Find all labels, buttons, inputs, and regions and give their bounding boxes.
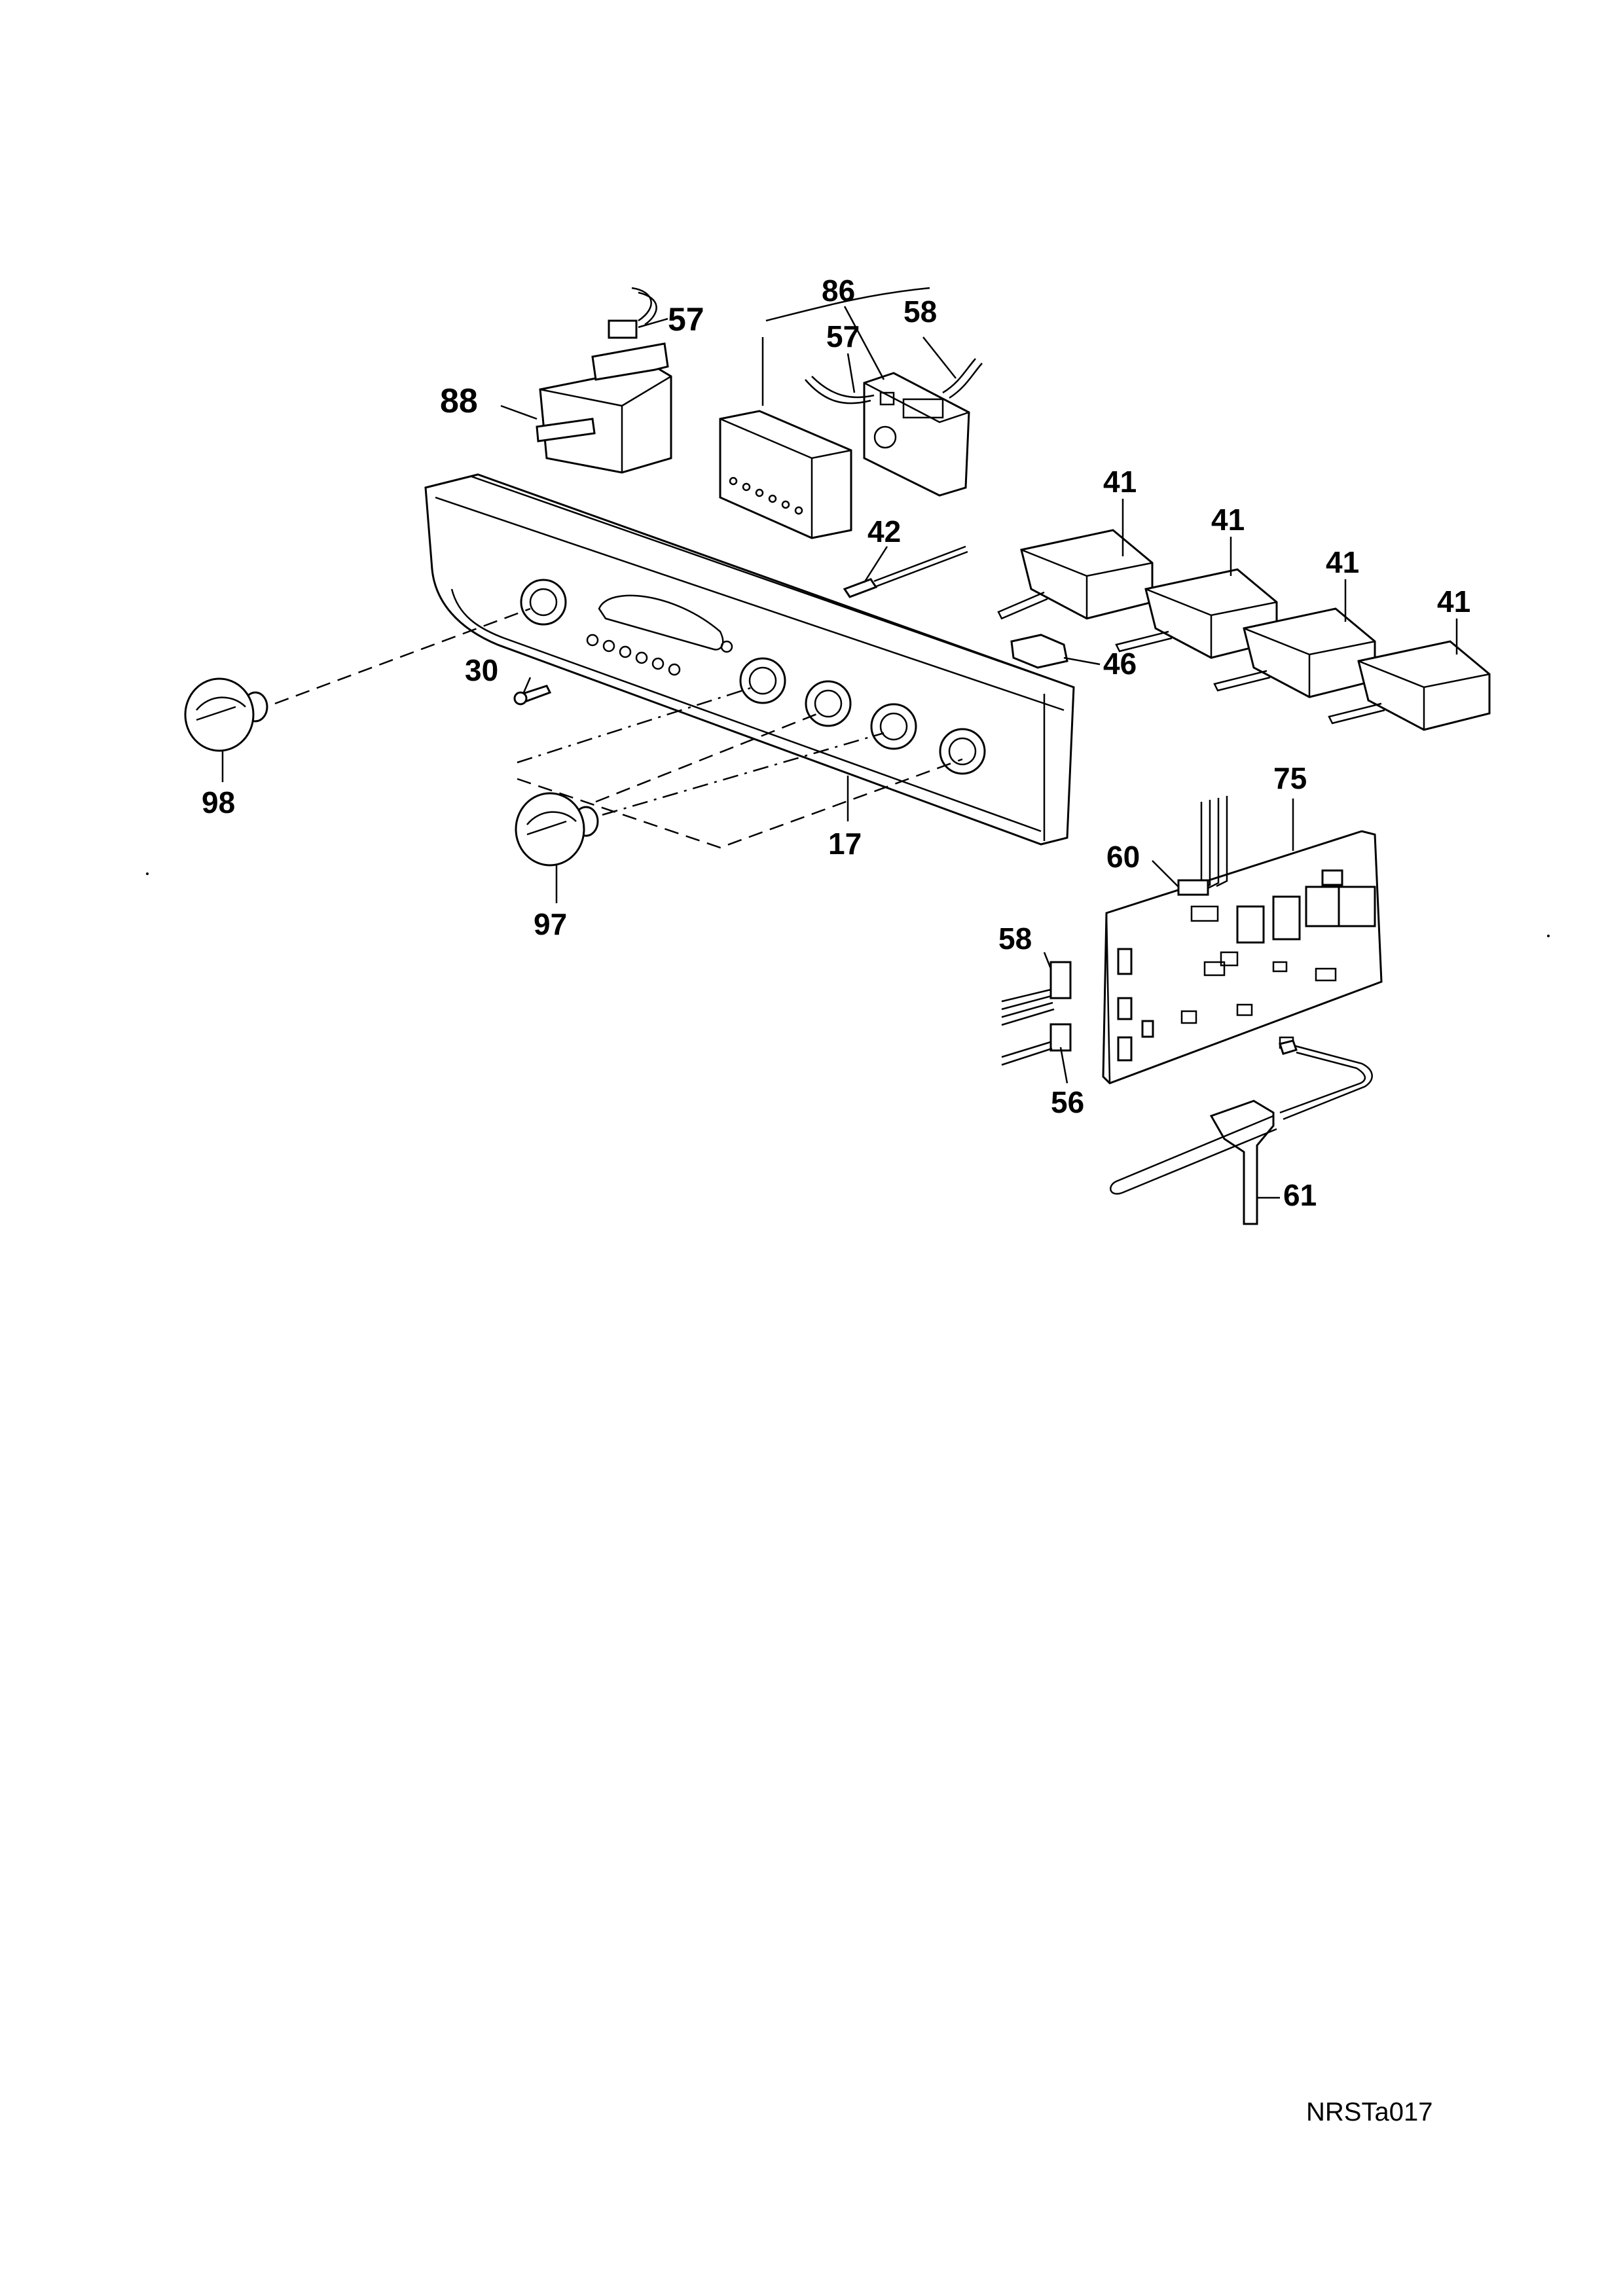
part-60-wires xyxy=(1177,796,1228,896)
part-46-clip xyxy=(1010,634,1068,669)
callout-57-top: 57 xyxy=(668,301,704,338)
callout-17: 17 xyxy=(828,827,862,861)
part-41-switches xyxy=(997,529,1491,731)
callout-88: 88 xyxy=(440,382,478,420)
callout-61: 61 xyxy=(1283,1178,1317,1212)
scan-speck xyxy=(146,872,149,875)
part-58-harness xyxy=(1001,961,1072,1026)
assembly-lines xyxy=(274,607,963,849)
panel-buttons xyxy=(586,634,733,676)
callout-58-bottom: 58 xyxy=(998,922,1032,956)
part-57-connector xyxy=(608,287,657,339)
callout-58-top: 58 xyxy=(903,295,937,329)
callout-97: 97 xyxy=(534,907,567,941)
scan-speck xyxy=(1547,935,1550,937)
display-leds xyxy=(729,476,803,515)
part-56-harness xyxy=(1001,1023,1072,1066)
panel-knob-holes xyxy=(520,579,986,775)
callout-60: 60 xyxy=(1106,840,1140,874)
switch-4 xyxy=(1328,640,1491,731)
callout-57-mid: 57 xyxy=(826,319,860,353)
figure-reference-code: NRSTa017 xyxy=(1306,2098,1432,2126)
callout-75: 75 xyxy=(1273,761,1307,795)
part-42-lamp xyxy=(843,545,968,598)
callout-56: 56 xyxy=(1051,1085,1084,1119)
callout-30: 30 xyxy=(465,653,498,687)
switch-2 xyxy=(1115,568,1278,659)
part-86-display-module xyxy=(719,410,852,539)
switch-1 xyxy=(997,529,1154,620)
part-97-knob xyxy=(515,792,599,867)
part-86-pcb xyxy=(805,358,983,497)
callout-41-c: 41 xyxy=(1326,545,1359,579)
callout-42: 42 xyxy=(867,514,901,548)
callout-46: 46 xyxy=(1103,647,1137,681)
callout-labels: 57 88 86 58 57 42 41 41 41 41 46 30 98 1… xyxy=(202,274,1470,1212)
callout-41-d: 41 xyxy=(1437,584,1470,619)
part-75-main-pcb xyxy=(1102,830,1383,1085)
callout-98: 98 xyxy=(202,785,235,819)
leader-lines xyxy=(221,287,1458,1199)
part-17-control-panel xyxy=(424,473,1075,846)
pcb-components xyxy=(1117,869,1376,1062)
part-98-knob xyxy=(184,677,268,752)
part-61-probe xyxy=(1110,1039,1373,1225)
part-88-motor-box xyxy=(536,342,672,474)
callout-41-a: 41 xyxy=(1103,465,1137,499)
callout-86: 86 xyxy=(822,274,855,308)
callout-41-b: 41 xyxy=(1211,503,1245,537)
part-30-pin xyxy=(513,685,552,706)
